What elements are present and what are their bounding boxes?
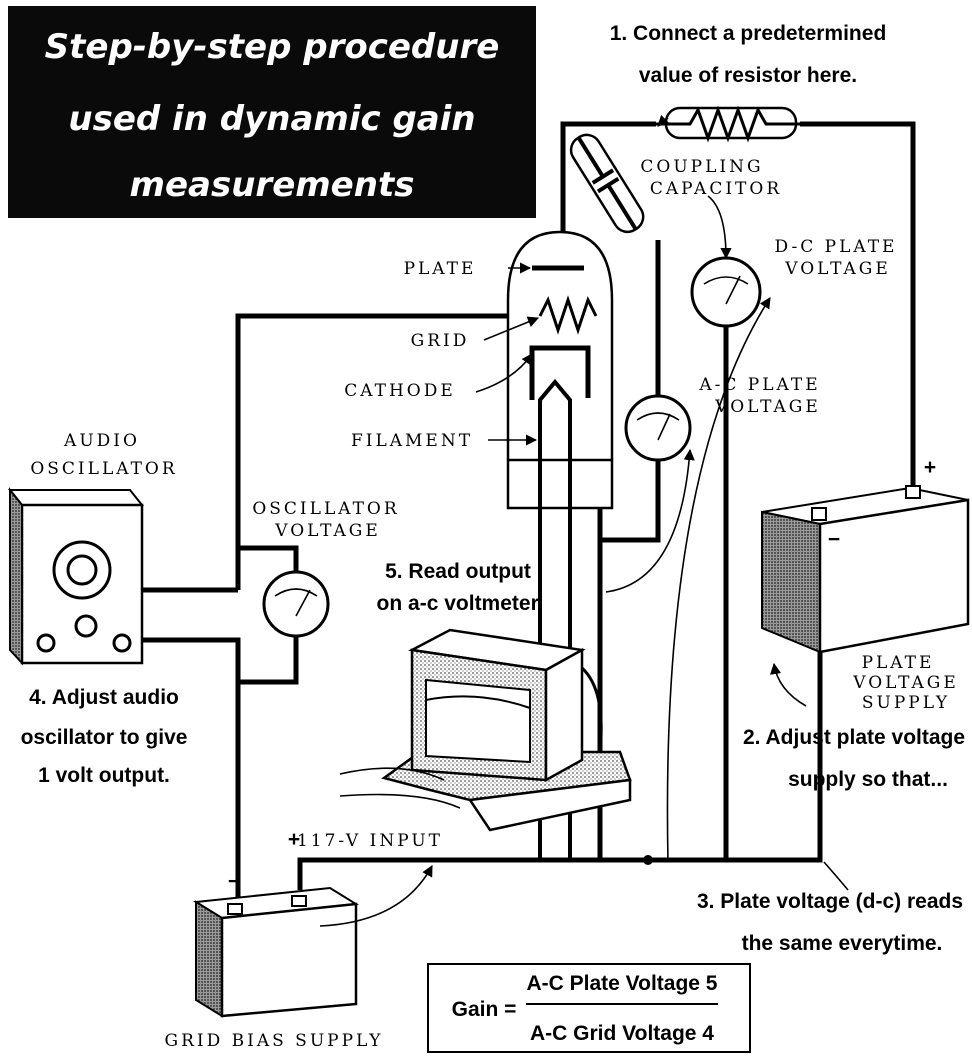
step2-line2: supply so that... xyxy=(788,768,948,791)
label-pvs-3: SUPPLY xyxy=(862,693,950,713)
step4-line2: oscillator to give xyxy=(21,726,188,749)
grid-lead-wire xyxy=(235,313,540,590)
coupling-capacitor xyxy=(569,133,645,234)
label-117v-input: 117-V INPUT xyxy=(297,831,443,851)
step5-line2: on a-c voltmeter. xyxy=(377,592,544,615)
plate-top-wire xyxy=(560,121,656,268)
label-pvs-2: VOLTAGE xyxy=(852,673,959,693)
audio-oscillator xyxy=(7,487,145,666)
ground-bus-wire xyxy=(297,530,823,890)
label-ac-plate: A-C PLATE xyxy=(698,375,820,395)
title-box: Step-by-step procedure used in dynamic g… xyxy=(8,6,536,218)
step2-line1: 2. Adjust plate voltage xyxy=(743,726,965,749)
bias-supply-minus: − xyxy=(228,870,240,893)
label-cathode: CATHODE xyxy=(344,381,456,401)
transformer xyxy=(381,628,632,832)
ac-plate-meter xyxy=(624,394,692,462)
plate-supply-plus: + xyxy=(924,456,936,479)
formula-denominator: A-C Grid Voltage 4 xyxy=(530,1022,714,1045)
label-dc-voltage: VOLTAGE xyxy=(784,259,891,279)
step-texts: 1. Connect a predetermined value of resi… xyxy=(21,22,965,955)
label-plate: PLATE xyxy=(404,259,477,279)
plate-supply-minus: − xyxy=(828,528,840,551)
label-audio: AUDIO xyxy=(63,431,140,451)
step4-line3: 1 volt output. xyxy=(38,764,170,787)
label-osc-voltage-1: OSCILLATOR xyxy=(252,499,399,519)
step1-line1: 1. Connect a predetermined xyxy=(610,22,887,45)
resistor xyxy=(656,105,800,143)
grid-bias-supply: − + xyxy=(192,828,360,1018)
label-pvs-1: PLATE xyxy=(862,653,935,673)
title-line-2: used in dynamic gain xyxy=(68,99,475,139)
label-coupling: COUPLING xyxy=(640,157,763,177)
osc-meter-bottom-lead xyxy=(238,634,299,685)
label-grid: GRID xyxy=(411,331,470,351)
step3-line2: the same everytime. xyxy=(742,932,943,955)
label-oscillator: OSCILLATOR xyxy=(30,459,177,479)
vacuum-tube xyxy=(506,230,614,860)
cathode-electrode xyxy=(529,345,591,400)
formula-numerator: A-C Plate Voltage 5 xyxy=(527,972,718,995)
junction-dot xyxy=(643,855,653,865)
plate-voltage-supply: + − xyxy=(761,456,970,654)
title-line-1: Step-by-step procedure xyxy=(45,27,500,67)
label-capacitor: CAPACITOR xyxy=(650,179,782,199)
label-ac-voltage: VOLTAGE xyxy=(714,397,821,417)
right-rail-wire xyxy=(800,121,916,488)
ac-meter-return-wire xyxy=(600,458,661,543)
osc-meter-top-lead xyxy=(238,545,299,572)
grid-electrode xyxy=(538,295,598,335)
formula-lhs: Gain = xyxy=(452,998,517,1021)
step4-line1: 4. Adjust audio xyxy=(29,686,179,709)
step5-line1: 5. Read output xyxy=(385,560,531,583)
label-filament: FILAMENT xyxy=(351,431,473,451)
oscillator-meter xyxy=(262,570,330,638)
annotation-arrows xyxy=(319,114,849,927)
bias-supply-plus: + xyxy=(288,828,300,851)
label-osc-voltage-2: VOLTAGE xyxy=(274,521,381,541)
step1-line2: value of resistor here. xyxy=(639,64,857,87)
label-dc-plate: D-C PLATE xyxy=(775,237,898,257)
component-labels: COUPLING CAPACITOR D-C PLATE VOLTAGE A-C… xyxy=(30,157,959,1051)
osc-bottom-wire xyxy=(140,637,241,860)
gain-formula: Gain = A-C Plate Voltage 5 A-C Grid Volt… xyxy=(427,963,751,1053)
filament-electrode xyxy=(538,378,572,860)
title-line-3: measurements xyxy=(130,165,415,205)
step3-line1: 3. Plate voltage (d-c) reads xyxy=(697,890,963,913)
dc-plate-meter xyxy=(690,256,762,328)
label-grid-bias-supply: GRID BIAS SUPPLY xyxy=(165,1031,384,1051)
